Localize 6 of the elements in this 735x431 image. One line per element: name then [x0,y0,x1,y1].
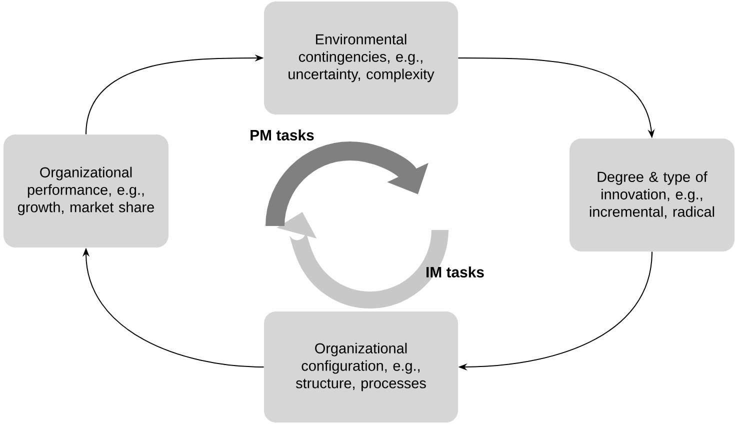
process-box: Organizational configuration, e.g., structure, processes [264,312,458,422]
process-box: Organizational performance, e.g., growth, market share [4,134,168,248]
process-box: Environmental contingencies, e.g., uncertainty, complexity [264,2,458,114]
process-box: Degree & type of innovation, e.g., incremental, radical [570,138,734,252]
task-label: PM tasks [250,130,314,140]
task-label: IM tasks [426,266,484,278]
